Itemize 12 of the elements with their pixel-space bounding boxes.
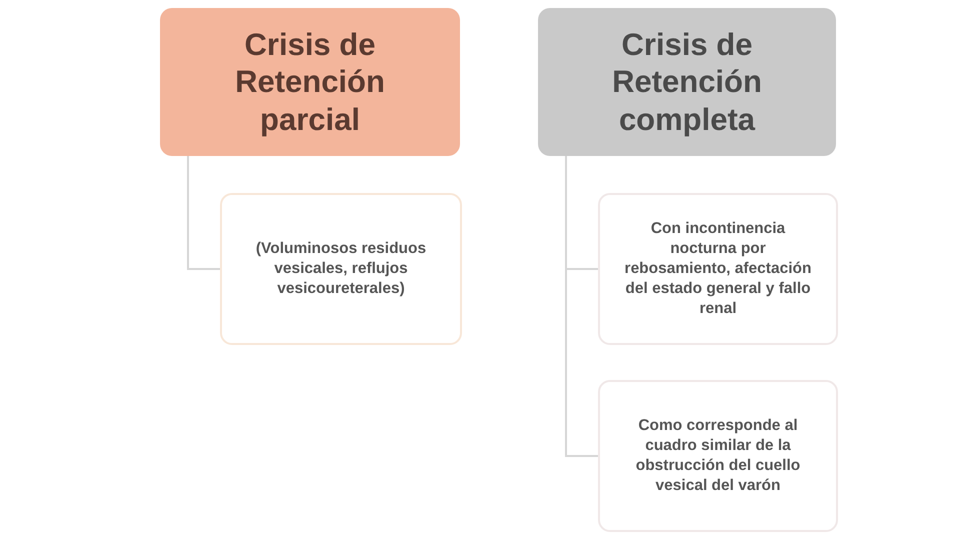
connector-line xyxy=(187,156,220,270)
connector-line xyxy=(565,156,598,457)
header-box xyxy=(538,8,836,156)
text-box xyxy=(220,193,462,345)
body-text: Con incontinencia nocturna por rebosamiento, afectación del estado general y fallo renal xyxy=(624,218,812,320)
heading-text: Crisis de Retención parcial xyxy=(234,26,386,138)
body-text: (Voluminosos residuos vesicales, reflujos vesicoureterales) xyxy=(254,238,428,300)
body-text: Como corresponde al cuadro similar de la obstrucción del cuello vesical del varón xyxy=(634,416,802,496)
header-box xyxy=(160,8,460,156)
heading-text: Crisis de Retención completa xyxy=(611,26,763,138)
text-box xyxy=(598,193,838,345)
text-box xyxy=(598,380,838,532)
